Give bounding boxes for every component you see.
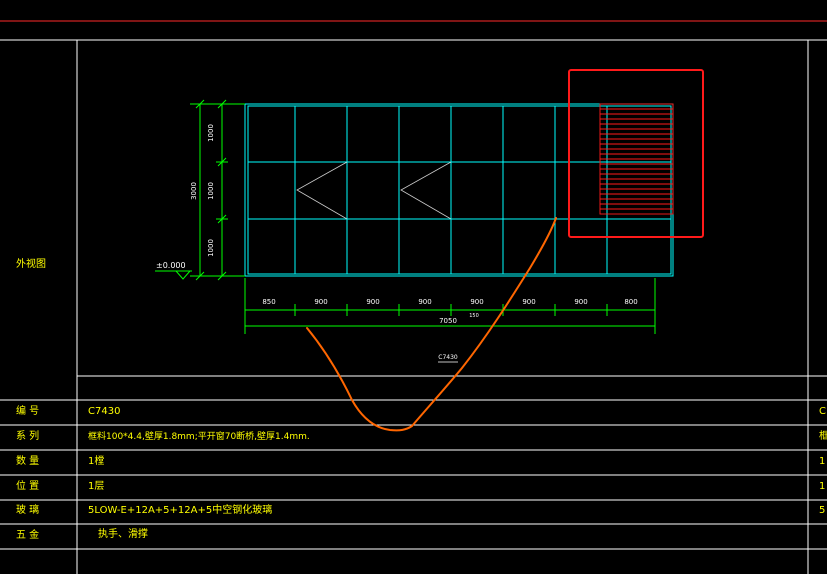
schedule-right-stub: 5: [819, 505, 825, 516]
column-width-label: 900: [314, 298, 327, 306]
schedule-row-value: 5LOW-E+12A+5+12A+5中空钢化玻璃: [88, 503, 272, 516]
column-width-label: 900: [574, 298, 587, 306]
schedule-row-value: C7430: [88, 406, 120, 417]
hatched-panel: [599, 103, 674, 215]
schedule-right-stub: C: [819, 406, 826, 417]
schedule-row-value: 1层: [88, 480, 104, 492]
horizontal-dimension-lines: [244, 278, 656, 334]
schedule-right-stub: 1: [819, 456, 825, 467]
vertical-dimension-lines: [190, 99, 245, 281]
schedule-row-label: 五 金: [16, 528, 39, 541]
column-width-label: 850: [262, 298, 275, 306]
schedule-right-stub: 框: [819, 429, 827, 442]
schedule-right-stub: 1: [819, 481, 825, 492]
row-height-label: 1000: [207, 124, 215, 142]
highlight-box: [568, 69, 704, 238]
table-grid: [0, 39, 827, 574]
casement-opening-marks: [296, 161, 452, 220]
row-height-label: 1000: [207, 239, 215, 257]
hand-drawn-markup-curve: [306, 217, 557, 432]
elevation-caption: C7430: [438, 354, 458, 361]
total-height-label: 3000: [190, 182, 198, 200]
column-width-label: 900: [522, 298, 535, 306]
schedule-row-label: 编 号: [16, 404, 39, 417]
row-height-label: 1000: [207, 182, 215, 200]
column-width-label: 900: [418, 298, 431, 306]
window-elevation-frame: [244, 103, 674, 277]
column-width-label: 800: [624, 298, 637, 306]
level-mark-symbol: [155, 270, 192, 280]
column-width-label: 900: [366, 298, 379, 306]
schedule-row-label: 玻 璃: [16, 503, 39, 516]
level-mark-text: ±0.000: [156, 261, 186, 270]
small-dimension-note: 150: [469, 313, 479, 319]
elevation-side-label: 外视图: [16, 257, 46, 270]
schedule-row-value: 框料100*4.4,壁厚1.8mm;平开窗70断桥,壁厚1.4mm.: [88, 430, 310, 442]
schedule-row-label: 数 量: [16, 454, 39, 467]
schedule-row-value: 1樘: [88, 454, 104, 467]
schedule-row-label: 系 列: [16, 429, 39, 442]
total-width-label: 7050: [439, 317, 457, 325]
schedule-row-value: 执手、滑撑: [98, 527, 148, 540]
column-width-label: 900: [470, 298, 483, 306]
schedule-row-label: 位 置: [16, 479, 39, 492]
